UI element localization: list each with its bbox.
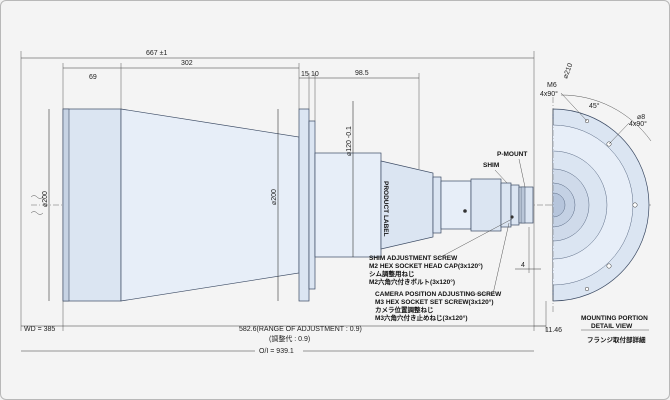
cam-screw-leader (492, 222, 510, 295)
detail-ring-5 (552, 192, 566, 218)
cam-screw-line4: M3六角穴付き止めねじ(3x120°) (375, 313, 468, 322)
dim-arc-dia210 (560, 94, 652, 142)
detail-title-1: MOUNTING PORTION (581, 315, 648, 322)
dim-667: 667 ±1 (146, 50, 167, 57)
front-barrel-rim (62, 108, 70, 302)
shim-label: SHIM (483, 162, 499, 169)
dim-angle45: 45° (589, 102, 600, 110)
detail-title-jp: フランジ取付部詳細 (587, 335, 646, 344)
cam-screw-line2: M3 HEX SOCKET SET SCREW(3x120°) (375, 298, 494, 306)
oi-label-bg (255, 344, 303, 355)
mount-hole-icon (584, 286, 590, 292)
dim-wd: WD = 385 (24, 326, 55, 333)
dim-dia210: ⌀210 (562, 62, 574, 79)
dim-range-jp: (調整代 : 0.9) (269, 334, 310, 343)
p-mount-threads (520, 186, 526, 224)
label-collar (380, 160, 434, 250)
shim-ring-2 (510, 184, 520, 226)
shim-screw-line1: SHIM ADJUSTMENT SCREW (369, 255, 458, 262)
mount-hole-icon (606, 263, 612, 269)
dim-m6-depth: 4x90° (540, 90, 558, 98)
dia8-leader (608, 122, 630, 145)
dim-oi: O/I = 939.1 (259, 348, 294, 355)
dim-dia120: ⌀120 -0.1 (346, 126, 353, 156)
adapter-tube (440, 180, 472, 230)
dim-98-5: 98.5 (355, 70, 369, 77)
cam-screw-line1: CAMERA POSITION ADJUSTING SCREW (375, 291, 502, 298)
flange (298, 108, 310, 302)
break-mark-bottom (30, 211, 44, 215)
mount-hole-icon (632, 202, 638, 208)
detail-title-2: DETAIL VIEW (591, 323, 633, 330)
flange-step (308, 120, 316, 290)
product-label: PRODUCT LABEL (382, 181, 389, 237)
cam-screw-line3: カメラ位置調整ねじ (375, 305, 434, 314)
collar-ring (432, 176, 442, 234)
dim-4: 4 (521, 262, 525, 269)
dim-15: 15 (301, 71, 309, 78)
dim-dia200-left: ⌀200 (42, 191, 49, 207)
break-mark-top (30, 195, 44, 199)
dim-302: 302 (181, 60, 193, 67)
p-mount-label: P-MOUNT (497, 151, 527, 158)
adapter-housing (470, 178, 502, 232)
rear-tube (314, 152, 382, 258)
mounting-detail-view (552, 97, 650, 313)
shim-screw-line3: シム調整用ねじ (369, 269, 415, 278)
dim-10: 10 (311, 71, 319, 78)
shim-screw-icon (510, 215, 514, 219)
dim-m6: M6 (547, 82, 557, 89)
dim-dia8-depth: 4x90° (629, 120, 647, 128)
camera-adjust-screw-icon (463, 209, 467, 213)
shim-screw-line4: M2六角穴付きボルト(3x120°) (369, 277, 455, 286)
m6-leader (560, 92, 588, 122)
shim-screw-leader (436, 218, 513, 260)
dim-69: 69 (89, 74, 97, 81)
dim-dia200-center: ⌀200 (271, 189, 278, 205)
shim-screw-line2: M2 HEX SOCKET HEAD CAP(3x120°) (369, 262, 483, 270)
front-barrel (62, 108, 122, 302)
dim-dia8: ⌀8 (637, 114, 645, 121)
dim-11-46: 11.46 (545, 327, 562, 334)
dim-range: 582.6(RANGE OF ADJUSTMENT : 0.9) (239, 326, 362, 333)
p-mount-leader (518, 158, 526, 188)
shim-leader (494, 169, 508, 184)
